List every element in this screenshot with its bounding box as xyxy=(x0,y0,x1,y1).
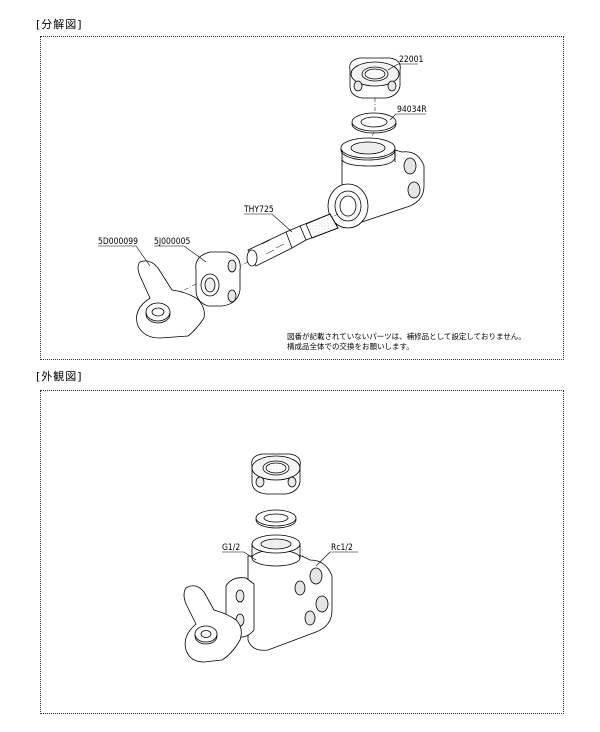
part-number-94034R: 94034R xyxy=(397,105,427,115)
external-nut xyxy=(251,453,301,495)
cap-nut-part xyxy=(349,57,401,99)
part-number-5J000005: 5J000005 xyxy=(154,237,190,247)
part-number-THY725: THY725 xyxy=(243,205,274,215)
exploded-view-frame xyxy=(40,36,564,360)
washer-part xyxy=(351,112,397,134)
assembly-axis-lines xyxy=(179,98,376,293)
exploded-view-title: [分解図] xyxy=(36,18,83,31)
external-valve-body xyxy=(183,534,333,663)
thread-label-rc-half: Rc1/2 xyxy=(331,543,353,553)
handle-cap-part xyxy=(195,251,241,307)
external-washer xyxy=(255,509,297,529)
part-number-5D000099: 5D000099 xyxy=(98,237,138,247)
parts-note-line-2: 構成品全体での交換をお願いします。 xyxy=(287,342,414,351)
parts-note: 図番が記載されていないパーツは、補修品として設定しておりません。 構成品全体での… xyxy=(287,332,526,352)
part-number-22001: 22001 xyxy=(399,55,423,65)
parts-note-line-1: 図番が記載されていないパーツは、補修品として設定しておりません。 xyxy=(287,332,526,341)
external-view-frame xyxy=(40,390,564,714)
external-view-title: [外観図] xyxy=(36,370,83,383)
spindle-part xyxy=(246,213,339,267)
leader-lines xyxy=(98,63,426,267)
handle-part xyxy=(136,260,205,339)
valve-body-part xyxy=(327,137,425,229)
thread-label-g-half: G1/2 xyxy=(222,543,240,553)
external-leader-lines xyxy=(222,551,358,567)
